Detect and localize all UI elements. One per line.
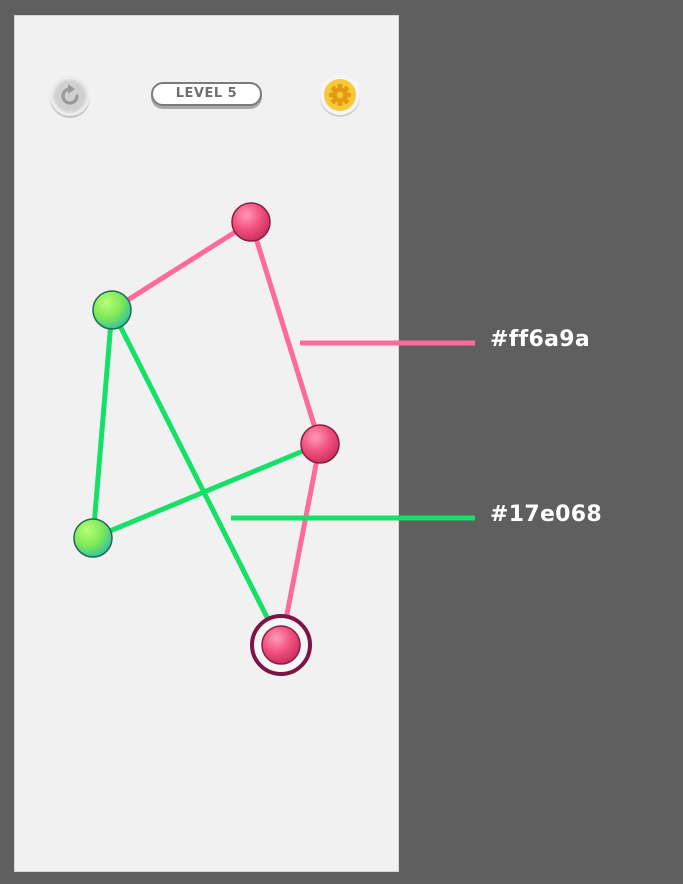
restart-button[interactable]: [50, 76, 90, 116]
green-node[interactable]: [92, 290, 132, 330]
pink-node[interactable]: [231, 202, 271, 242]
legend-label-green: #17e068: [490, 502, 602, 527]
green-edge: [109, 307, 284, 648]
pink-node[interactable]: [261, 625, 301, 665]
pink-edge: [248, 219, 323, 447]
legend-label-pink: #ff6a9a: [490, 327, 590, 352]
pink-node[interactable]: [300, 424, 340, 464]
pink-edge: [278, 441, 323, 648]
green-edge: [90, 441, 323, 541]
pink-edge: [109, 219, 254, 313]
level-indicator: LEVEL 5: [151, 82, 262, 106]
gear-icon: [324, 79, 356, 111]
restart-icon: [55, 81, 85, 111]
green-node[interactable]: [73, 518, 113, 558]
settings-button[interactable]: [320, 75, 360, 115]
green-edge: [90, 307, 115, 541]
